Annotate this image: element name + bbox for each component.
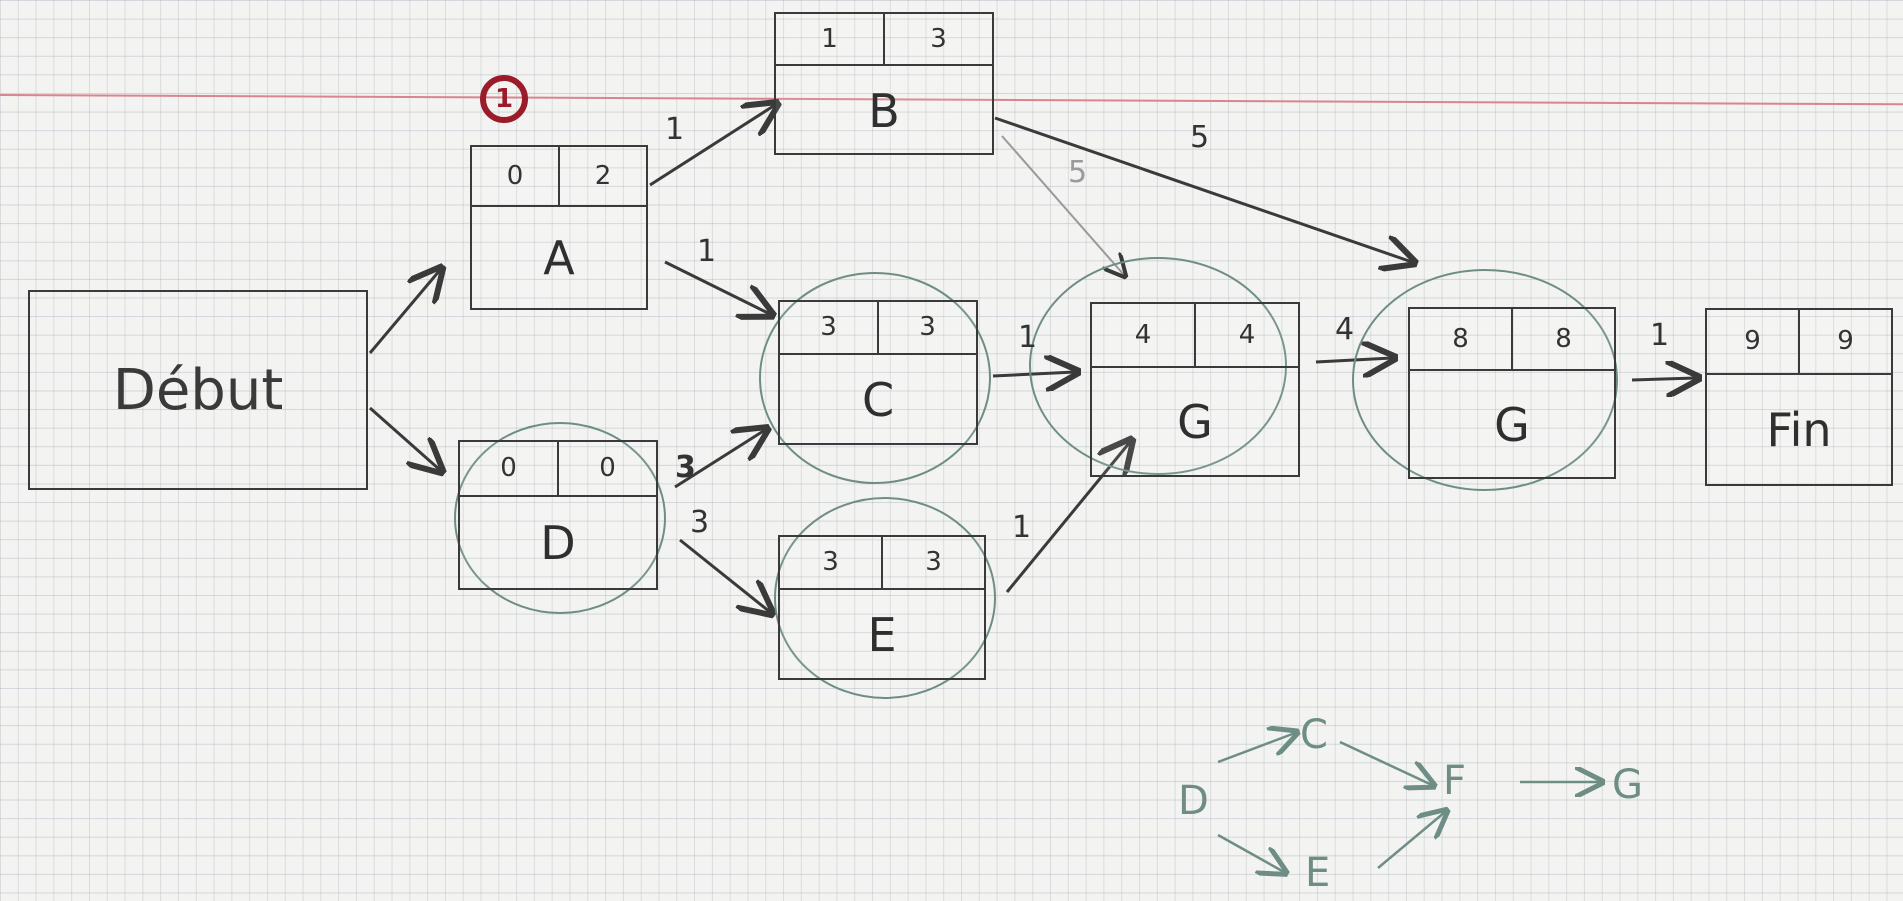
node-g-early: 8 [1452, 324, 1469, 355]
critical-circle-d [454, 422, 666, 614]
node-e-late: 3 [881, 537, 984, 588]
arrow-g-fin [1631, 378, 1696, 380]
weight-b-f: 5 [1068, 155, 1088, 190]
arrow-b-f [1001, 135, 1124, 275]
weight-g-fin: 1 [1650, 318, 1670, 353]
arrow-d-e [679, 538, 770, 612]
node-fin-late: 9 [1798, 310, 1891, 373]
sketch-f: F [1443, 758, 1467, 804]
node-c: 3 3 C [778, 300, 978, 445]
sketch-arrow-d-c [1217, 733, 1295, 764]
sketch-e: E [1305, 850, 1331, 896]
node-a-early: 0 [506, 160, 524, 191]
node-e: 3 3 E [778, 535, 986, 680]
start-label: Début [112, 357, 284, 423]
arrow-f-g [1315, 358, 1392, 362]
node-f: 4 4 G [1090, 302, 1300, 477]
node-b-early: 1 [821, 24, 838, 55]
arrow-a-b [649, 105, 775, 187]
sketch-d: D [1178, 778, 1209, 824]
critical-circle-c [759, 272, 991, 484]
node-g: 8 8 G [1408, 307, 1616, 479]
weight-d-e: 3 [690, 505, 710, 540]
node-b-label: B [868, 83, 900, 138]
critical-circle-e [774, 497, 996, 699]
arrow-b-g [994, 116, 1412, 262]
node-a: 0 2 A [470, 145, 648, 310]
node-e-early: 3 [822, 547, 839, 578]
weight-a-c: 1 [697, 234, 717, 269]
node-f-early: 4 [1134, 319, 1152, 350]
weight-c-f: 1 [1018, 320, 1038, 355]
node-d-label: D [540, 516, 576, 571]
sketch-g: G [1612, 762, 1643, 808]
arrow-a-c [664, 260, 770, 314]
sketch-arrow-d-e [1217, 833, 1284, 872]
node-a-label: A [543, 231, 575, 286]
node-f-late: 4 [1194, 304, 1298, 366]
node-b: 1 3 B [774, 12, 994, 155]
node-b-late: 3 [883, 14, 992, 65]
arrow-d-c [674, 430, 765, 489]
critical-circle-g [1352, 269, 1618, 491]
weight-a-b: 1 [665, 112, 685, 147]
node-g-label: G [1494, 398, 1530, 453]
node-fin: 9 9 Fin [1705, 308, 1893, 486]
node-d-early: 0 [500, 453, 517, 484]
arrow-c-f [992, 372, 1075, 376]
sketch-arrow-c-f [1339, 740, 1432, 785]
weight-d-c: 3 [675, 450, 696, 485]
node-a-late: 2 [558, 147, 646, 205]
start-node: Début [28, 290, 368, 490]
node-f-label: G [1177, 395, 1213, 450]
node-c-label: C [861, 372, 895, 427]
weight-e-f: 1 [1012, 510, 1032, 545]
node-d: 0 0 D [458, 440, 658, 590]
node-fin-early: 9 [1744, 326, 1761, 357]
node-c-late: 3 [877, 302, 976, 353]
weight-f-g: 4 [1335, 312, 1355, 347]
node-fin-label: Fin [1766, 403, 1832, 458]
arrow-start-d [369, 406, 440, 470]
arrow-start-a [368, 270, 440, 354]
node-e-label: E [867, 607, 897, 662]
weight-b-g: 5 [1190, 120, 1210, 155]
node-d-late: 0 [557, 442, 656, 495]
sketch-arrow-e-f [1377, 812, 1445, 869]
sketch-c: C [1300, 712, 1328, 758]
red-number-badge: 1 [480, 75, 528, 123]
node-g-late: 8 [1511, 309, 1614, 370]
node-c-early: 3 [820, 312, 837, 343]
